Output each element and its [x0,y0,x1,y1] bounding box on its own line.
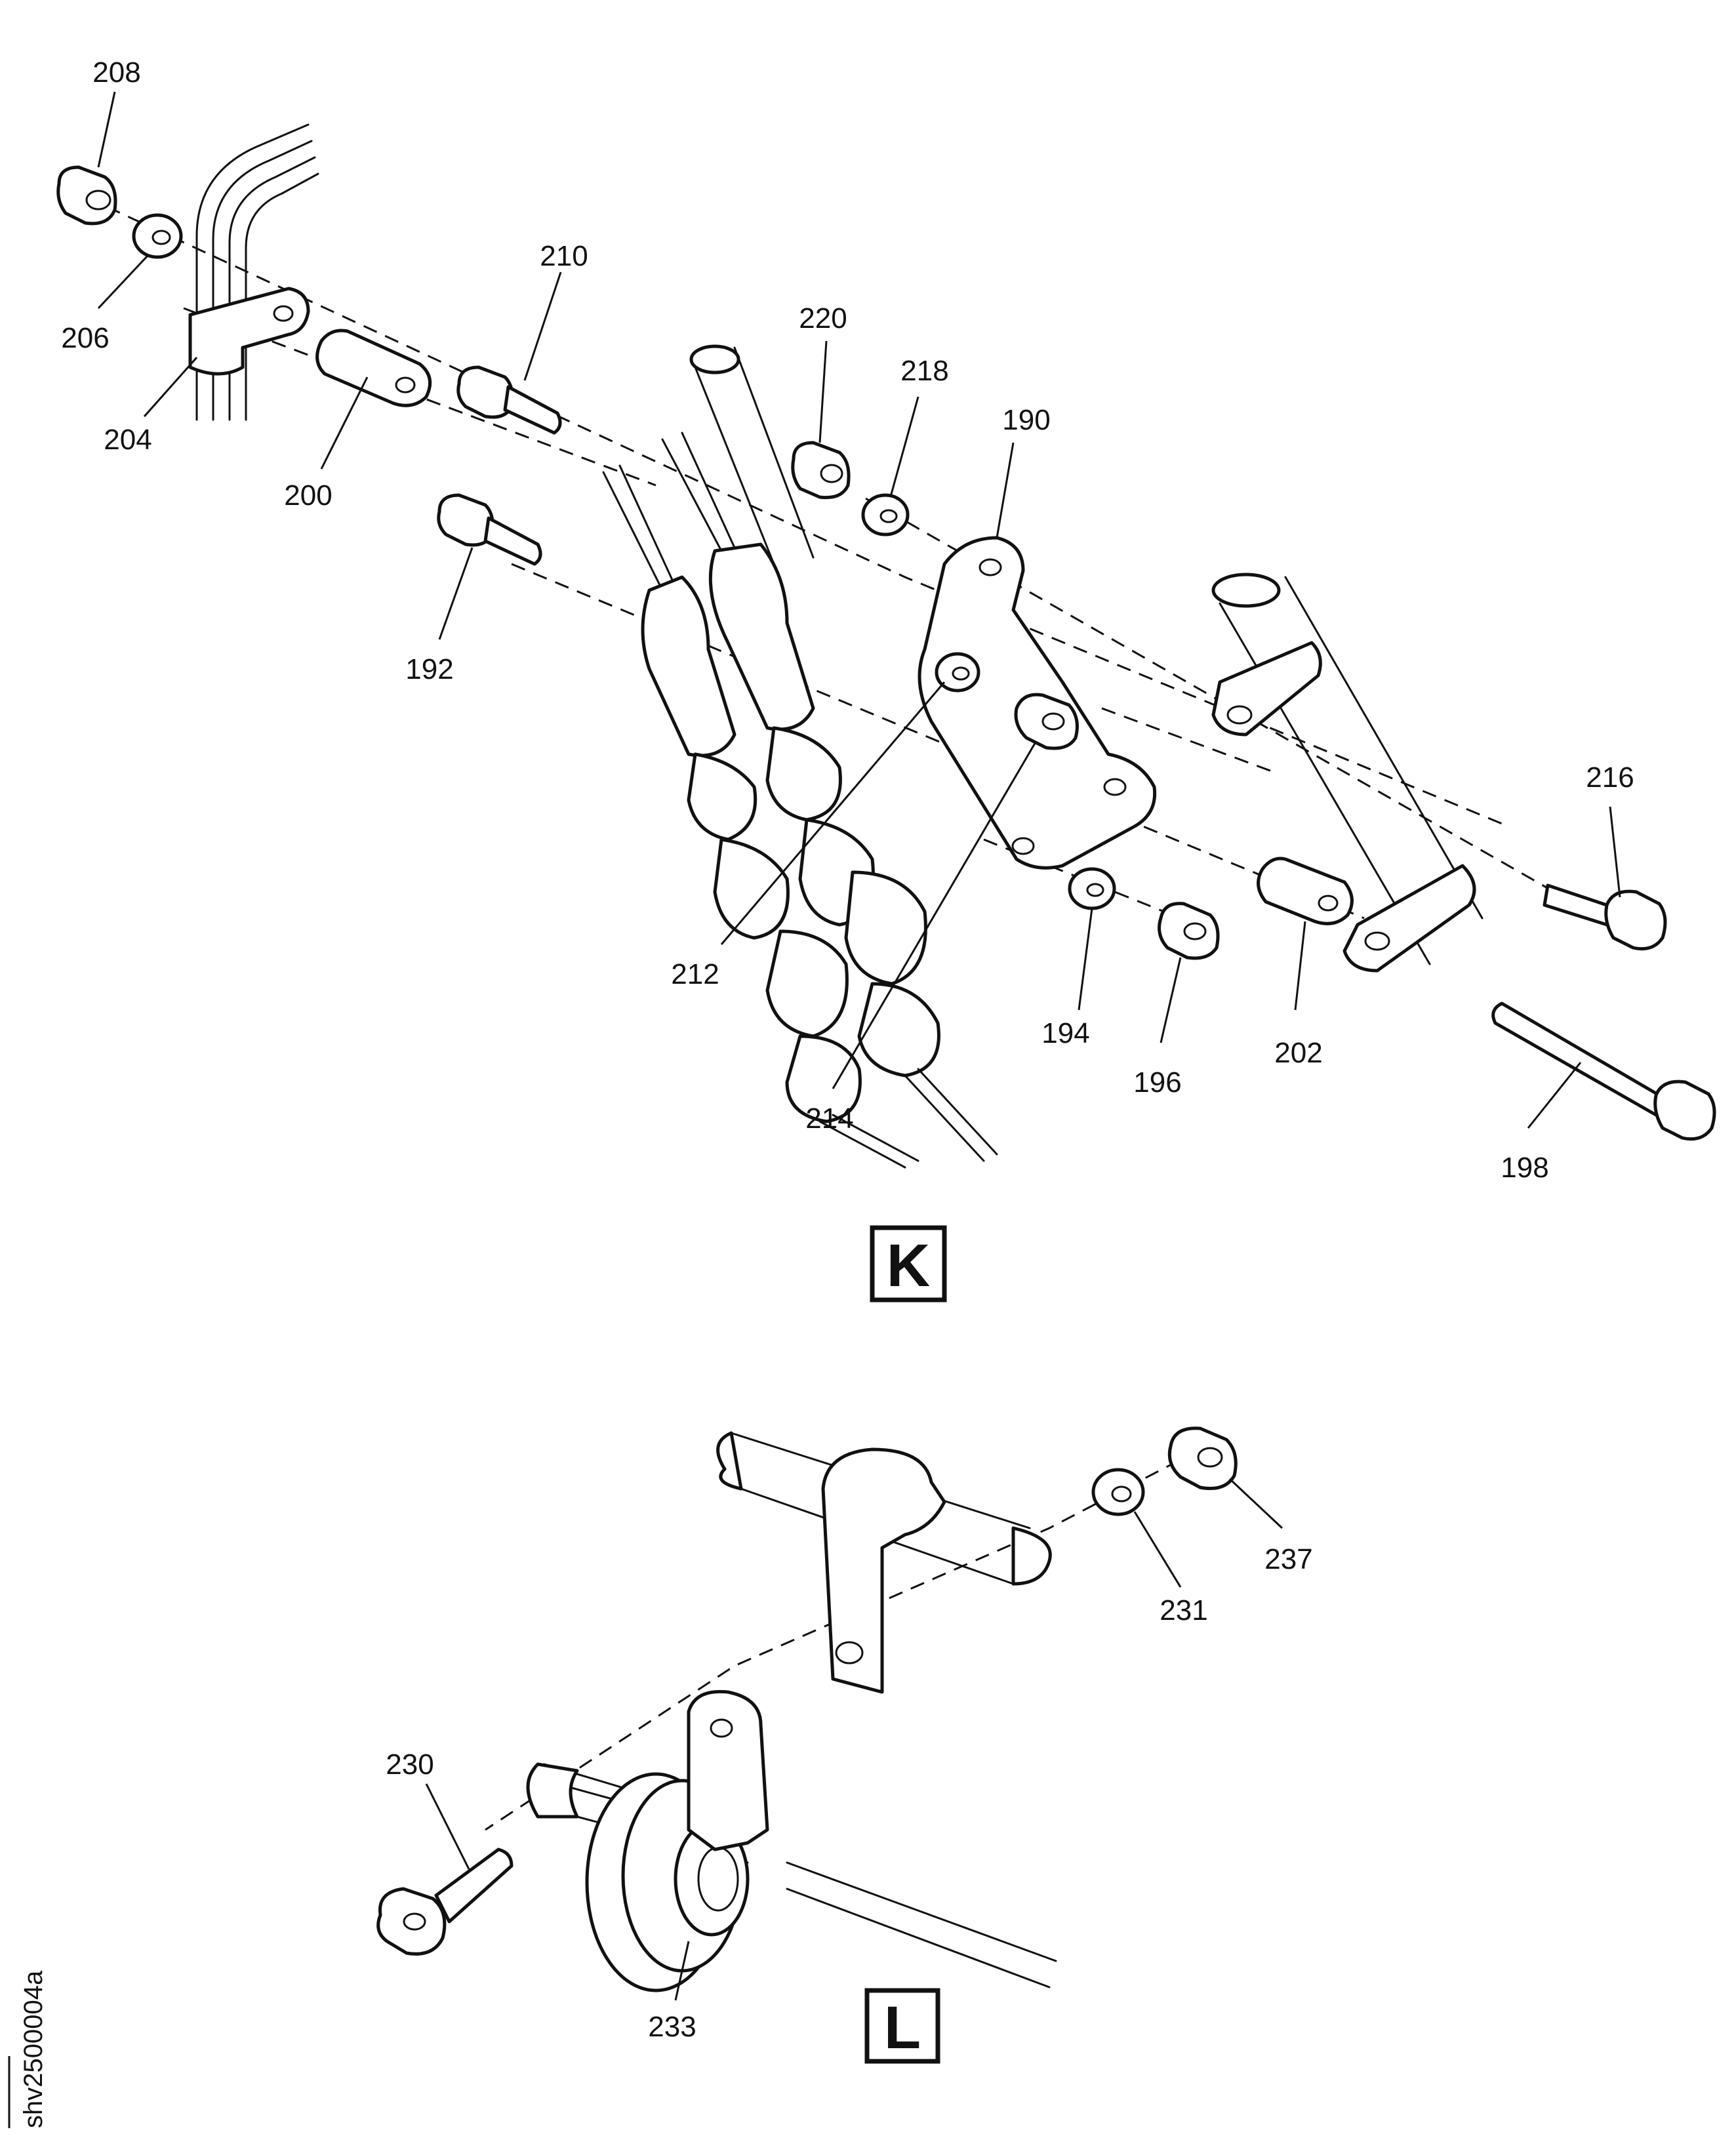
callout-196: 196 [1133,1066,1181,1099]
washer-206 [132,213,183,259]
washer-194 [1068,867,1116,910]
flange-nut-220 [791,441,851,500]
view-k: 208 206 204 200 210 192 220 218 190 216 … [56,56,1716,1302]
flange-nut-237 [1167,1426,1238,1490]
long-bolt-198 [1491,1001,1716,1141]
callout-206: 206 [61,322,109,354]
brake-hose-assembly-left [602,464,919,1169]
spacer-200 [315,329,432,407]
svg-text:K: K [887,1232,930,1299]
callout-198: 198 [1501,1152,1548,1184]
flange-nut-214 [1014,693,1079,750]
frame-tube-k [1211,573,1484,973]
figure-code: shv2500004a [8,1970,48,2128]
callout-233: 233 [648,2011,696,2043]
callout-190: 190 [1002,404,1050,436]
callout-216: 216 [1586,761,1634,794]
callout-labels-k: 208 206 204 200 210 192 220 218 190 216 … [61,56,1634,1184]
bolt-216 [1543,883,1667,951]
grommet-clamp-233 [585,1689,769,1992]
view-letter-l: L [864,1988,940,2064]
tube-bracket-l [821,1447,946,1694]
svg-text:shv2500004a: shv2500004a [19,1970,48,2128]
callout-212: 212 [671,958,719,990]
view-l: 237 231 230 233 L [376,1426,1313,2064]
flange-nut-196 [1158,902,1220,960]
callout-208: 208 [92,56,140,89]
tube-clip-hole [273,305,294,322]
callout-218: 218 [900,355,948,387]
bolt-230 [376,1847,514,1956]
callout-214: 214 [805,1102,853,1135]
callout-204: 204 [104,424,151,456]
callout-202: 202 [1274,1037,1322,1069]
bracket-bolt-hole [835,1641,864,1665]
bolt-192 [437,493,542,566]
callout-230: 230 [386,1748,434,1781]
tube-clip-204 [188,287,310,376]
spacer-202 [1257,857,1354,925]
bolt-210 [456,365,562,435]
callout-200: 200 [284,479,332,512]
leader-lines-l [425,1478,1283,2001]
brake-tube-bundle [195,123,319,421]
brake-hose-assembly-right [661,432,998,1162]
callout-220: 220 [799,302,847,334]
washer-231 [1091,1468,1145,1516]
view-letter-k: K [870,1225,947,1302]
svg-text:L: L [884,1994,921,2061]
flange-nut-208 [56,165,117,226]
washer-218 [861,493,910,536]
callout-231: 231 [1160,1594,1207,1626]
leader-lines-k [97,91,1621,1129]
vertical-tube-k [689,344,815,565]
callout-237: 237 [1264,1543,1312,1575]
callout-210: 210 [540,240,588,272]
callout-192: 192 [405,653,453,685]
callout-labels-l: 237 231 230 233 [386,1543,1312,2043]
washer-212 [935,652,980,693]
callout-194: 194 [1041,1017,1089,1049]
